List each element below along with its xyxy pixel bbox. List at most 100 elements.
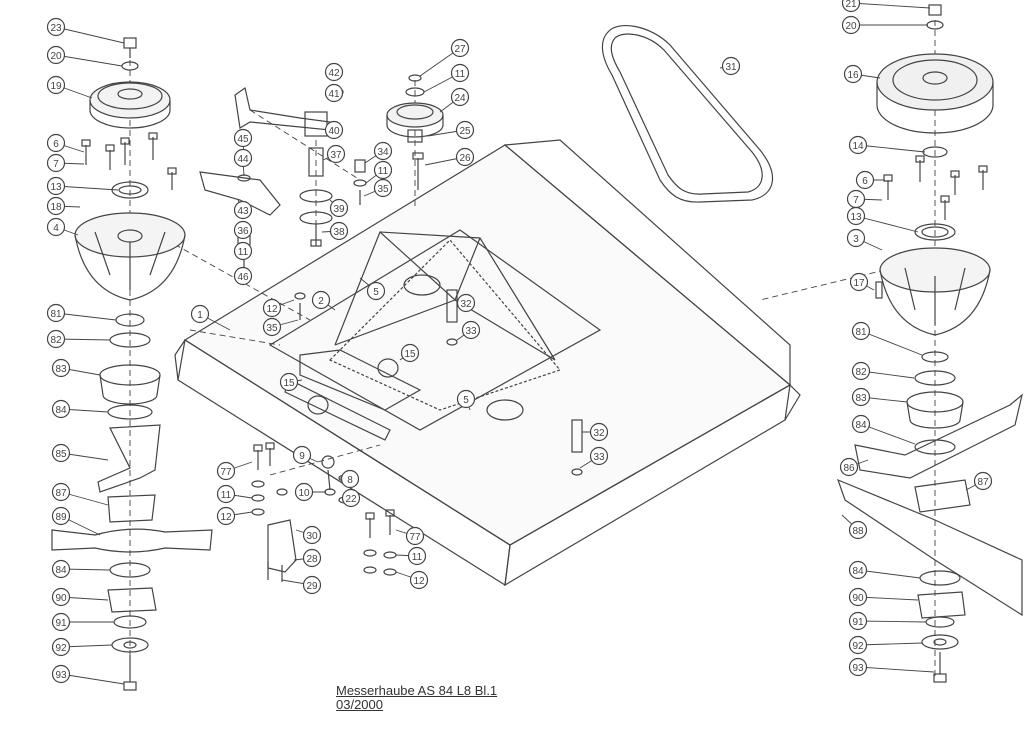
callout-number: 84 — [55, 405, 67, 416]
callout-number: 2 — [318, 296, 324, 307]
callout-circle — [848, 657, 868, 677]
callout-number: 93 — [852, 663, 864, 674]
callout-45: 45 — [233, 128, 253, 148]
callout-circle — [841, 15, 861, 35]
callout-circle — [456, 389, 476, 409]
callout-number: 40 — [328, 126, 340, 137]
callout-circle — [46, 329, 66, 349]
leader-line — [857, 596, 919, 601]
callout-number: 29 — [306, 581, 318, 592]
callout-circle — [216, 484, 236, 504]
callout-number: 22 — [345, 494, 357, 505]
callout-circle — [190, 304, 210, 324]
callout-circle — [302, 525, 322, 545]
callout-circle — [846, 228, 866, 248]
callout-circle — [233, 200, 253, 220]
callout-1: 1 — [190, 304, 210, 324]
callout-number: 82 — [855, 367, 867, 378]
callout-circle — [324, 120, 344, 140]
callout-number: 34 — [377, 147, 389, 158]
callout-circle — [843, 64, 863, 84]
callout-77: 77 — [216, 461, 236, 481]
callout-number: 21 — [845, 0, 857, 10]
callout-number: 8 — [347, 475, 353, 486]
callout-circle — [848, 635, 868, 655]
callout-number: 87 — [55, 488, 67, 499]
callout-84: 84 — [851, 414, 871, 434]
leader-line — [857, 620, 927, 623]
callout-6: 6 — [855, 170, 875, 190]
callout-42: 42 — [324, 62, 344, 82]
callout-number: 77 — [220, 467, 232, 478]
callout-39: 39 — [329, 198, 349, 218]
callout-83: 83 — [851, 387, 871, 407]
callout-15: 15 — [279, 372, 299, 392]
callout-12: 12 — [216, 506, 236, 526]
callout-circle — [450, 63, 470, 83]
callout-number: 43 — [237, 206, 249, 217]
mower-deck — [174, 139, 801, 587]
callout-circle — [848, 135, 868, 155]
callout-circle — [46, 196, 66, 216]
callout-circle — [849, 272, 869, 292]
callout-number: 26 — [459, 153, 471, 164]
callout-43: 43 — [233, 200, 253, 220]
callout-number: 17 — [853, 278, 865, 289]
callout-circle — [851, 361, 871, 381]
callout-number: 83 — [55, 364, 67, 375]
callout-circle — [455, 120, 475, 140]
callout-circle — [848, 560, 868, 580]
callout-19: 19 — [46, 75, 66, 95]
callout-circle — [311, 290, 331, 310]
callout-number: 15 — [404, 349, 416, 360]
callout-number: 83 — [855, 393, 867, 404]
callout-circle — [461, 320, 481, 340]
callout-number: 30 — [306, 531, 318, 542]
callout-82: 82 — [46, 329, 66, 349]
callout-circle — [373, 178, 393, 198]
callout-10: 10 — [294, 482, 314, 502]
callout-number: 19 — [50, 81, 62, 92]
callout-number: 27 — [454, 44, 466, 55]
callout-number: 15 — [283, 378, 295, 389]
callout-87: 87 — [973, 471, 993, 491]
callout-circle — [839, 457, 859, 477]
drawing-title: Messerhaube AS 84 L8 Bl.1 — [336, 683, 498, 698]
callout-circle — [450, 38, 470, 58]
callout-circle — [324, 83, 344, 103]
callout-84: 84 — [51, 559, 71, 579]
callout-number: 4 — [53, 223, 59, 234]
callout-23: 23 — [46, 17, 66, 37]
callout-93: 93 — [848, 657, 868, 677]
callout-36: 36 — [233, 220, 253, 240]
callout-number: 45 — [237, 134, 249, 145]
callout-number: 91 — [55, 618, 67, 629]
callout-circle — [51, 612, 71, 632]
leader-line — [55, 26, 125, 44]
idler-pulley-assembly — [353, 74, 444, 205]
callout-number: 31 — [725, 62, 737, 73]
callout-number: 25 — [459, 126, 471, 137]
callout-84: 84 — [848, 560, 868, 580]
callout-92: 92 — [848, 635, 868, 655]
callout-circle — [233, 266, 253, 286]
callout-circle — [292, 445, 312, 465]
callout-13: 13 — [846, 206, 866, 226]
leader-line — [857, 144, 926, 153]
right-spindle-stack — [836, 4, 1023, 683]
callout-circle — [233, 128, 253, 148]
callout-circle — [46, 176, 66, 196]
callout-number: 16 — [847, 70, 859, 81]
callout-number: 6 — [862, 176, 868, 187]
callout-circle — [51, 358, 71, 378]
callout-37: 37 — [326, 144, 346, 164]
callout-number: 92 — [852, 641, 864, 652]
callout-21: 21 — [841, 0, 861, 13]
callout-circle — [405, 526, 425, 546]
callout-number: 20 — [845, 21, 857, 32]
callout-15: 15 — [400, 343, 420, 363]
callout-circle — [373, 160, 393, 180]
callout-circle — [329, 221, 349, 241]
